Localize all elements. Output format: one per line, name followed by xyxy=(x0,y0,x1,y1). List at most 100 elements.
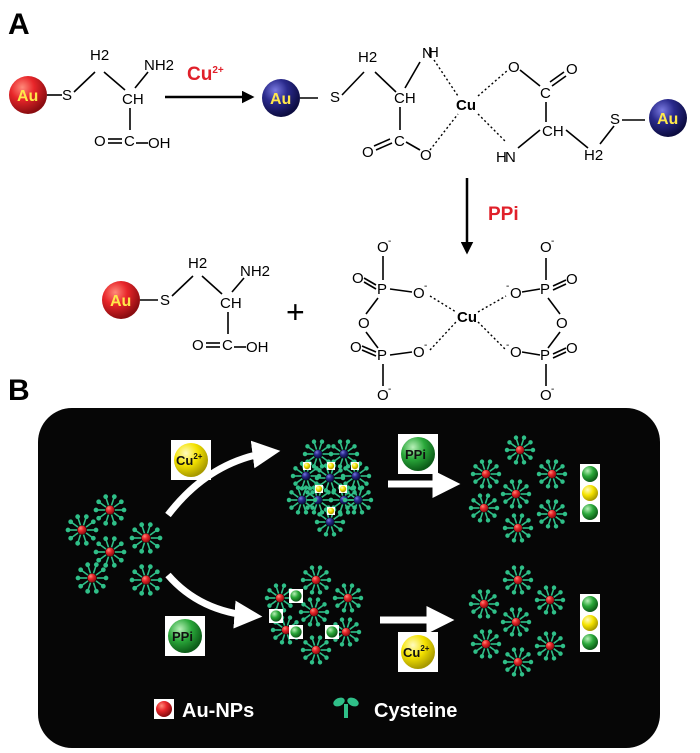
svg-text:P: P xyxy=(540,281,550,298)
dispersed-nanoparticle xyxy=(75,562,109,594)
atom-s: S xyxy=(62,87,72,104)
aggregated-nanoparticle xyxy=(302,439,334,469)
badge-ppi-bottom: PPi xyxy=(165,616,205,656)
cu-ion-marker xyxy=(327,507,335,515)
dispersed-nanoparticle xyxy=(536,459,568,489)
svg-text:H2: H2 xyxy=(188,255,207,272)
legend: Au-NPs Cysteine xyxy=(154,697,457,722)
badge-ppi-top: PPi xyxy=(398,434,438,474)
atom-o: O xyxy=(94,133,106,150)
svg-text:O: O xyxy=(358,315,370,332)
svg-text:O: O xyxy=(377,387,389,404)
cysteine-icon xyxy=(333,697,359,718)
svg-text:PPi: PPi xyxy=(405,447,426,462)
svg-text:CH: CH xyxy=(542,123,564,140)
svg-text:H: H xyxy=(428,44,439,61)
au-nanoparticle-red xyxy=(9,76,47,114)
atom-oh: OH xyxy=(148,135,171,152)
dispersed-nanoparticle xyxy=(470,629,502,659)
arrow-ppi-path xyxy=(165,572,263,629)
dispersed-nanoparticle xyxy=(502,513,534,543)
svg-text:OH: OH xyxy=(246,339,269,356)
cu-ion-marker xyxy=(351,462,359,470)
svg-text:-: - xyxy=(551,384,554,395)
cu-center: Cu xyxy=(456,97,476,114)
dispersed-nanoparticle xyxy=(504,435,536,465)
dispersed-nanoparticle xyxy=(502,565,534,595)
svg-text:N: N xyxy=(505,149,516,166)
svg-text:S: S xyxy=(330,89,340,106)
dispersed-nanoparticle xyxy=(500,607,532,637)
reactant-au-cysteine: Au S H2 CH NH2 C O OH xyxy=(9,47,174,152)
svg-text:C: C xyxy=(540,85,551,102)
svg-text:H2: H2 xyxy=(358,49,377,66)
svg-text:O: O xyxy=(566,61,578,78)
cu-ion-marker xyxy=(303,462,311,470)
dispersed-nanoparticle xyxy=(300,635,332,665)
svg-text:-: - xyxy=(424,281,427,292)
ppi-marker xyxy=(289,625,303,639)
dispersed-nanoparticle xyxy=(65,514,99,546)
au-nanoparticle-blue xyxy=(262,79,300,117)
ppi-reagent-label: PPi xyxy=(488,204,519,225)
svg-text:C: C xyxy=(222,337,233,354)
cu-addition-step: Cu2+ xyxy=(165,64,255,104)
badge-cu-top: Cu2+ xyxy=(171,440,211,480)
badge-cu-bottom: Cu2+ xyxy=(398,632,438,672)
svg-text:H: H xyxy=(496,149,507,166)
cu-ion-marker xyxy=(315,485,323,493)
svg-text:-: - xyxy=(506,281,509,292)
svg-text:Au: Au xyxy=(657,111,678,128)
svg-text:O: O xyxy=(362,144,374,161)
dispersed-nanoparticle xyxy=(332,583,364,613)
dispersed-nanoparticle xyxy=(536,499,568,529)
dispersed-nanoparticle xyxy=(468,589,500,619)
atom-h2: H2 xyxy=(90,47,109,64)
svg-text:-: - xyxy=(424,340,427,351)
dispersed-nanoparticle xyxy=(534,631,566,661)
svg-text:Au: Au xyxy=(270,91,291,108)
atom-c: C xyxy=(124,133,135,150)
svg-text:Au: Au xyxy=(110,293,131,310)
svg-text:-: - xyxy=(388,384,391,395)
dispersed-nanoparticle xyxy=(93,494,127,526)
aggregated-nanoparticle xyxy=(328,439,360,469)
svg-text:O: O xyxy=(540,239,552,256)
aggregated-nanoparticle xyxy=(342,485,374,515)
svg-text:-: - xyxy=(388,236,391,247)
dispersed-nanoparticle xyxy=(534,585,566,615)
au-nanoparticle-blue-2 xyxy=(649,99,687,137)
svg-text:O: O xyxy=(192,337,204,354)
svg-text:O: O xyxy=(508,59,520,76)
cu-ion-marker xyxy=(339,485,347,493)
stack-top-right xyxy=(580,464,600,522)
svg-text:N: N xyxy=(422,45,433,62)
svg-text:P: P xyxy=(540,347,550,364)
aggregated-nanoparticle xyxy=(286,485,318,515)
svg-text:O: O xyxy=(510,344,522,361)
dispersed-nanoparticle xyxy=(468,493,500,523)
au-label: Au xyxy=(17,88,38,105)
dispersed-nanoparticle xyxy=(300,565,332,595)
svg-text:O: O xyxy=(413,344,425,361)
atom-ch: CH xyxy=(122,91,144,108)
stack-bottom-right xyxy=(580,594,600,652)
released-au-cysteine: Au S H2 CH NH2 C O OH xyxy=(102,255,270,356)
svg-text:O: O xyxy=(377,239,389,256)
nanoparticle-layer xyxy=(65,435,568,677)
complex-au-cys-cu: Au S H2 CH N H C O O Cu O C O CH N H H2 xyxy=(262,44,687,166)
svg-text:O: O xyxy=(556,315,568,332)
svg-text:NH2: NH2 xyxy=(240,263,270,280)
svg-text:Cu2+: Cu2+ xyxy=(403,644,430,660)
ppi-marker xyxy=(289,589,303,603)
svg-text:PPi: PPi xyxy=(172,629,193,644)
svg-text:Cu2+: Cu2+ xyxy=(176,452,203,468)
svg-text:C: C xyxy=(394,133,405,150)
svg-text:S: S xyxy=(160,292,170,309)
ppi-marker xyxy=(325,625,339,639)
svg-text:O: O xyxy=(352,270,364,287)
svg-text:CH: CH xyxy=(220,295,242,312)
svg-text:P: P xyxy=(377,347,387,364)
cu-reagent-label: Cu2+ xyxy=(187,64,224,85)
